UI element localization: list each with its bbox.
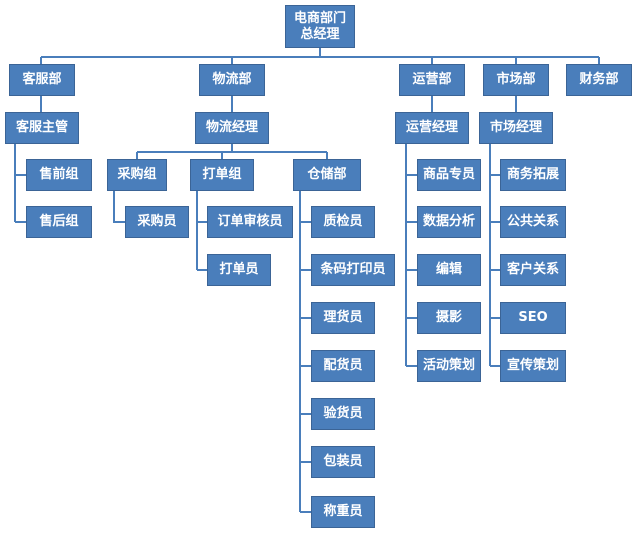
shichang-staff-node: 客户关系 bbox=[500, 254, 566, 286]
wuliu-caigou-node: 采购组 bbox=[107, 159, 167, 191]
cangchu-staff-node: 配货员 bbox=[311, 350, 375, 382]
yunying-staff-node: 商品专员 bbox=[417, 159, 481, 191]
shichang-staff-node: 商务拓展 bbox=[500, 159, 566, 191]
yunying-staff-node: 活动策划 bbox=[417, 350, 481, 382]
yunying-staff-node: 数据分析 bbox=[417, 206, 481, 238]
cangchu-staff-node: 质检员 bbox=[311, 206, 375, 238]
yunying-staff-node: 编辑 bbox=[417, 254, 481, 286]
dept-yunying-node: 运营部 bbox=[399, 64, 465, 96]
manager-yunying-node: 运营经理 bbox=[395, 112, 469, 144]
manager-wuliu-node: 物流经理 bbox=[195, 112, 269, 144]
dept-caiwu-node: 财务部 bbox=[566, 64, 632, 96]
root-line1: 电商部门 bbox=[293, 10, 346, 26]
dadan-staff-node: 打单员 bbox=[207, 254, 271, 286]
cangchu-staff-node: 验货员 bbox=[311, 398, 375, 430]
caigou-staff-node: 采购员 bbox=[125, 206, 189, 238]
dadan-staff-node: 订单审核员 bbox=[207, 206, 293, 238]
cangchu-staff-node: 条码打印员 bbox=[311, 254, 395, 286]
cangchu-staff-node: 称重员 bbox=[311, 496, 375, 528]
dept-wuliu-node: 物流部 bbox=[199, 64, 265, 96]
kefu-group-node: 售后组 bbox=[26, 206, 92, 238]
wuliu-cangchu-node: 仓储部 bbox=[293, 159, 361, 191]
dept-kefu-node: 客服部 bbox=[9, 64, 75, 96]
cangchu-staff-node: 理货员 bbox=[311, 302, 375, 334]
wuliu-dadan-node: 打单组 bbox=[190, 159, 254, 191]
manager-kefu-node: 客服主管 bbox=[5, 112, 79, 144]
manager-shichang-node: 市场经理 bbox=[479, 112, 553, 144]
kefu-group-node: 售前组 bbox=[26, 159, 92, 191]
shichang-staff-node: 公共关系 bbox=[500, 206, 566, 238]
dept-shichang-node: 市场部 bbox=[483, 64, 549, 96]
shichang-staff-node: SEO bbox=[500, 302, 566, 334]
shichang-staff-node: 宣传策划 bbox=[500, 350, 566, 382]
general-manager-node: 电商部门 总经理 bbox=[285, 5, 355, 48]
root-line2: 总经理 bbox=[300, 26, 340, 42]
yunying-staff-node: 摄影 bbox=[417, 302, 481, 334]
cangchu-staff-node: 包装员 bbox=[311, 446, 375, 478]
